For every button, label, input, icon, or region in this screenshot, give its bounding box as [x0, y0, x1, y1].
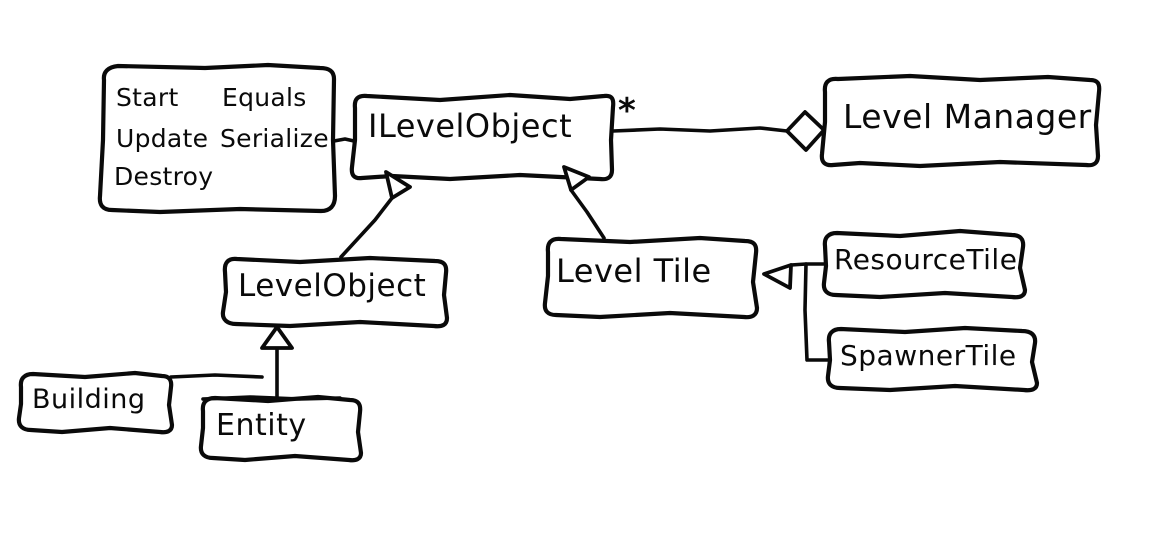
leveltile-box-outline[interactable] [542, 235, 760, 320]
aggregation-line [611, 126, 789, 133]
leveltile-realization-line [569, 188, 606, 240]
building-box-outline[interactable] [16, 370, 175, 435]
multiplicity-star-label: * [618, 91, 636, 131]
spawnertile-box-outline[interactable] [825, 325, 1040, 393]
tile-inheritance-trunk [803, 262, 831, 362]
entity-box-outline[interactable] [198, 394, 364, 463]
method-item-equals: Equals [222, 83, 307, 112]
methods-box-outline[interactable] [97, 62, 338, 215]
method-item-serialize: Serialize [220, 124, 329, 153]
ilevelobject-box-outline[interactable] [349, 92, 616, 182]
resourcetile-inheritance-line [789, 262, 827, 267]
method-item-start: Start [116, 83, 179, 112]
resourcetile-box-outline[interactable] [821, 228, 1028, 300]
levelobject-realization-line [339, 196, 394, 259]
entity-top-edge-line [201, 395, 342, 401]
levelobject-realization-triangle [384, 170, 412, 200]
aggregation-open-diamond [785, 110, 826, 152]
methods-attachment-line [332, 137, 356, 143]
method-item-destroy: Destroy [114, 162, 214, 191]
levelmanager-box-outline[interactable] [819, 73, 1102, 169]
building-inheritance-line [169, 373, 264, 379]
leveltile-realization-triangle [562, 165, 591, 192]
method-item-update: Update [116, 124, 209, 153]
levelobject-inheritance-triangle [260, 325, 294, 350]
levelobject-box-outline[interactable] [220, 255, 450, 329]
leveltile-inheritance-triangle [762, 263, 793, 290]
